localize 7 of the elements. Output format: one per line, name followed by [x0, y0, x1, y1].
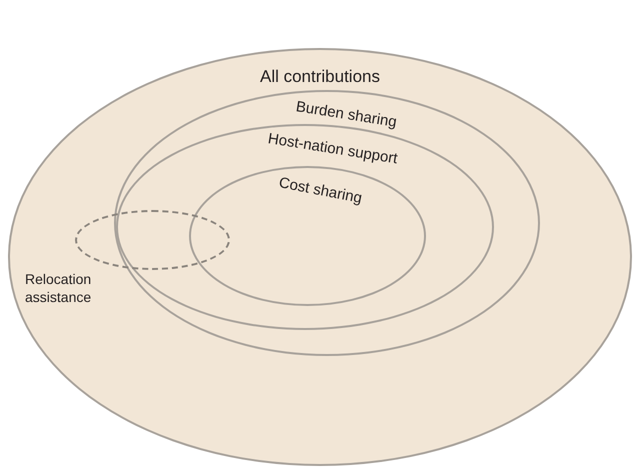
ellipse [114, 90, 540, 356]
region-label: All contributions [258, 68, 381, 86]
region-label: Burden sharing [294, 98, 398, 132]
region-label: Relocation assistance [25, 270, 92, 306]
ellipse [189, 166, 426, 306]
region-label: Cost sharing [277, 174, 364, 208]
region-label: Host-nation support [266, 130, 399, 168]
